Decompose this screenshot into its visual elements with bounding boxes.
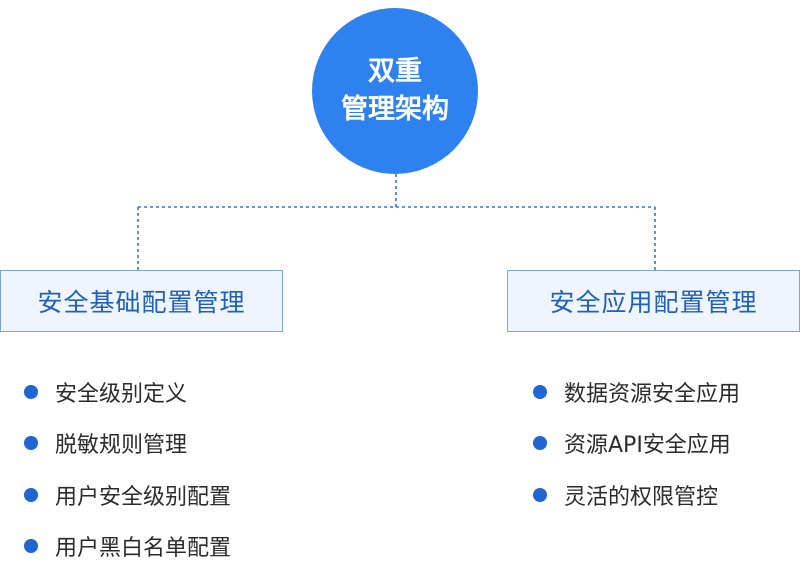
bullet-icon	[533, 436, 547, 450]
bullet-icon	[24, 436, 38, 450]
root-title-line1: 双重	[368, 53, 422, 91]
list-item-label: 灵活的权限管控	[564, 479, 718, 511]
list-item-label: 资源API安全应用	[564, 427, 731, 459]
app-config-list: 数据资源安全应用 资源API安全应用 灵活的权限管控	[533, 366, 740, 521]
list-item-label: 脱敏规则管理	[55, 427, 187, 459]
list-item-label: 数据资源安全应用	[564, 376, 740, 408]
branch-security-app-config: 安全应用配置管理	[507, 270, 800, 332]
list-item: 灵活的权限管控	[533, 469, 740, 521]
bullet-icon	[533, 488, 547, 502]
list-item-label: 安全级别定义	[55, 376, 187, 408]
root-node: 双重 管理架构	[312, 8, 478, 174]
basic-config-list: 安全级别定义 脱敏规则管理 用户安全级别配置 用户黑白名单配置	[24, 366, 231, 572]
list-item: 用户黑白名单配置	[24, 521, 231, 572]
list-item: 用户安全级别配置	[24, 469, 231, 521]
list-item: 数据资源安全应用	[533, 366, 740, 418]
list-item-label: 用户安全级别配置	[55, 479, 231, 511]
bullet-icon	[533, 385, 547, 399]
list-item: 安全级别定义	[24, 366, 231, 418]
bullet-icon	[24, 539, 38, 553]
branch-title: 安全基础配置管理	[37, 283, 245, 319]
list-item: 脱敏规则管理	[24, 418, 231, 470]
bullet-icon	[24, 385, 38, 399]
root-title-line2: 管理架构	[341, 91, 449, 129]
list-item: 资源API安全应用	[533, 418, 740, 470]
bullet-icon	[24, 488, 38, 502]
list-item-label: 用户黑白名单配置	[55, 530, 231, 562]
branch-security-basic-config: 安全基础配置管理	[0, 270, 283, 332]
branch-title: 安全应用配置管理	[549, 283, 757, 319]
